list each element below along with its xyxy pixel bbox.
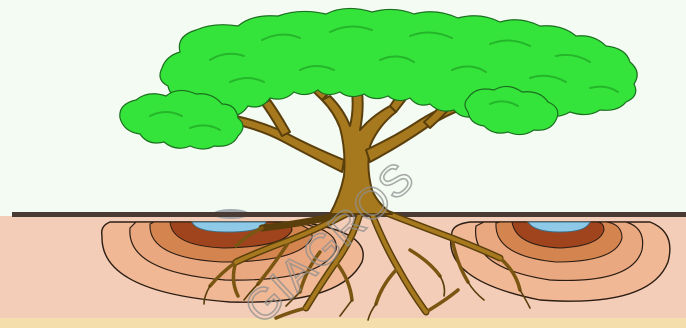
bottom-band bbox=[0, 318, 686, 328]
